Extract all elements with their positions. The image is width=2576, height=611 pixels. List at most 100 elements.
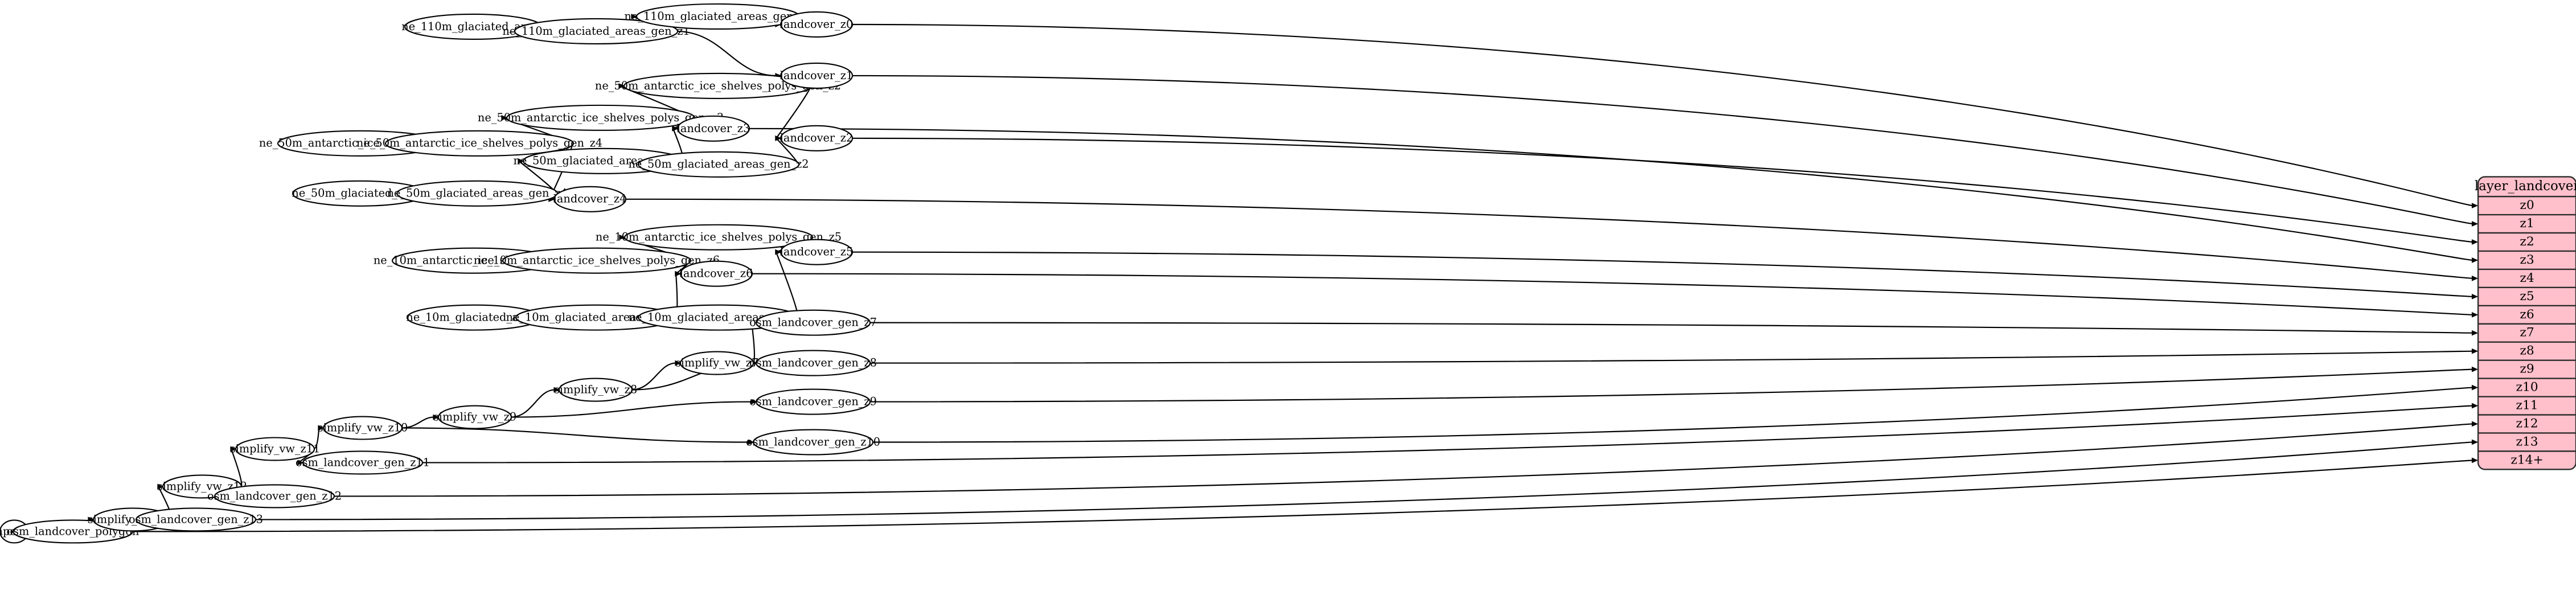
node-ne_10m_glaciated_areas[interactable]: ne_10m_glaciated_areas bbox=[406, 304, 543, 331]
node-label: osm_landcover_gen_z10 bbox=[746, 435, 880, 448]
record-row-z11: z11 bbox=[2516, 399, 2538, 413]
node-ellipse bbox=[637, 151, 800, 178]
edge-arrowhead bbox=[157, 483, 164, 490]
node-label: simplify_vw_z7 bbox=[675, 356, 758, 369]
edge-arrowhead bbox=[2471, 366, 2479, 372]
node-label: osm_landcover_gen_z11 bbox=[296, 456, 430, 469]
node-ellipse bbox=[679, 260, 753, 287]
node-ellipse bbox=[437, 405, 512, 429]
node-ne_50m_glaciated_areas_gen_z4[interactable]: ne_50m_glaciated_areas_gen_z4 bbox=[387, 180, 568, 207]
node-label: osm_landcover_gen_z8 bbox=[749, 356, 877, 369]
node-landcover_z6[interactable]: landcover_z6 bbox=[679, 260, 753, 287]
node-osm_landcover_gen_z12[interactable]: osm_landcover_gen_z12 bbox=[207, 484, 342, 509]
node-ne_50m_antarctic_ice_shelves_polys_gen_z4[interactable]: ne_50m_antarctic_ice_shelves_polys_gen_z… bbox=[356, 130, 602, 157]
node-ellipse bbox=[755, 350, 871, 376]
node-ne_10m_antarctic_ice_shelves_polys_gen_z6[interactable]: ne_10m_antarctic_ice_shelves_polys_gen_z… bbox=[474, 247, 720, 274]
node-landcover_z4[interactable]: landcover_z4 bbox=[553, 186, 626, 212]
node-label: ne_50m_antarctic_ice_shelves_polys_gen_z… bbox=[595, 79, 841, 92]
edge-osm_landcover_gen_z10--to--layer_landcover-z10 bbox=[871, 387, 2473, 443]
edge-arrowhead bbox=[672, 126, 679, 132]
node-label: ne_50m_glaciated_areas_gen_z2 bbox=[628, 158, 809, 171]
node-ellipse bbox=[780, 11, 854, 38]
edge-landcover_z6--to--layer_landcover-z6 bbox=[751, 273, 2473, 315]
node-landcover_z2[interactable]: landcover_z2 bbox=[780, 125, 853, 151]
node-label: osm_landcover_gen_z9 bbox=[749, 395, 877, 408]
node-ellipse bbox=[780, 239, 854, 265]
node-ne_50m_glaciated_areas[interactable]: ne_50m_glaciated_areas bbox=[292, 180, 428, 207]
record-row-z3: z3 bbox=[2520, 253, 2534, 267]
edge-arrowhead bbox=[297, 460, 304, 466]
node-osm_landcover_gen_z7[interactable]: osm_landcover_gen_z7 bbox=[749, 309, 877, 336]
node-osm_landcover_gen_z13[interactable]: osm_landcover_gen_z13 bbox=[129, 507, 263, 532]
node-simplify_vw_z8[interactable]: simplify_vw_z8 bbox=[554, 378, 637, 402]
node-simplify_vw_z9[interactable]: simplify_vw_z9 bbox=[433, 405, 516, 429]
node-ellipse bbox=[676, 115, 750, 142]
edge-arrowhead bbox=[2471, 439, 2479, 445]
edge-arrowhead bbox=[750, 399, 757, 405]
node-landcover_z3[interactable]: landcover_z3 bbox=[676, 115, 750, 142]
node-ne_50m_antarctic_ice_shelves_polys_gen_z3[interactable]: ne_50m_antarctic_ice_shelves_polys_gen_z… bbox=[478, 104, 724, 131]
node-landcover_z1[interactable]: landcover_z1 bbox=[780, 62, 853, 89]
edge-arrowhead bbox=[618, 83, 625, 89]
record-row-z5: z5 bbox=[2520, 289, 2534, 304]
edge-arrowhead bbox=[2471, 330, 2479, 336]
edge-arrowhead bbox=[318, 425, 325, 431]
node-simplify_vw_z10[interactable]: simplify_vw_z10 bbox=[318, 416, 408, 440]
edge-arrowhead bbox=[675, 270, 682, 277]
record-row-z4: z4 bbox=[2520, 271, 2534, 285]
edge-osm_landcover_gen_z9--to--layer_landcover-z9 bbox=[869, 368, 2473, 403]
node-ne_110m_glaciated_areas_gen_z1[interactable]: ne_110m_glaciated_areas_gen_z1 bbox=[502, 18, 690, 45]
node-label: ne_50m_antarctic_ice_shelves_polys_gen_z… bbox=[478, 111, 724, 124]
record-row-z13: z13 bbox=[2516, 434, 2538, 449]
node-simplify_vw_z11[interactable]: simplify_vw_z11 bbox=[230, 437, 320, 461]
edge-osm_landcover_gen_z11--to--layer_landcover-z11 bbox=[421, 405, 2473, 464]
edge-landcover_z2--to--layer_landcover-z2 bbox=[851, 137, 2473, 243]
node-ne_50m_glaciated_areas_gen_z2[interactable]: ne_50m_glaciated_areas_gen_z2 bbox=[628, 151, 809, 178]
node-ne_110m_glaciated_areas[interactable]: ne_110m_glaciated_areas bbox=[401, 13, 545, 40]
node-ellipse bbox=[514, 18, 679, 45]
node-landcover_z0[interactable]: landcover_z0 bbox=[780, 11, 854, 38]
node-ellipse bbox=[384, 130, 575, 157]
record-row-z1: z1 bbox=[2520, 216, 2534, 231]
node-landcover_z5[interactable]: landcover_z5 bbox=[780, 239, 854, 265]
edge-arrowhead bbox=[2471, 421, 2479, 427]
edge-landcover_z1--to--layer_landcover-z1 bbox=[851, 75, 2473, 225]
edge-arrowhead bbox=[2471, 348, 2479, 354]
edge-landcover_z4--to--layer_landcover-z4 bbox=[625, 198, 2473, 279]
node-label: landcover_z3 bbox=[677, 122, 750, 135]
edge-arrowhead bbox=[2471, 203, 2479, 208]
edge-osm_landcover_polygon--to--layer_landcover-z14+ bbox=[131, 460, 2473, 532]
edge-arrowhead bbox=[675, 360, 682, 366]
record-row-z6: z6 bbox=[2520, 307, 2534, 322]
edge-landcover_z0--to--layer_landcover-z0 bbox=[851, 23, 2473, 207]
edge-arrowhead bbox=[501, 115, 508, 121]
node-ne_10m_antarctic_ice_shelves_polys_gen_z5[interactable]: ne_10m_antarctic_ice_shelves_polys_gen_z… bbox=[596, 224, 842, 251]
edge-arrowhead bbox=[2471, 403, 2479, 409]
record-header-label: layer_landcover bbox=[2475, 179, 2576, 194]
node-ne_110m_glaciated_areas_gen_z0[interactable]: ne_110m_glaciated_areas_gen_z0 bbox=[624, 3, 812, 30]
node-label: ne_110m_glaciated_areas bbox=[401, 20, 544, 33]
edge-arrowhead bbox=[230, 446, 237, 452]
node-osm_landcover_gen_z9[interactable]: osm_landcover_gen_z9 bbox=[749, 388, 877, 415]
edge-arrowhead bbox=[748, 439, 754, 445]
edge-arrowhead bbox=[518, 158, 524, 164]
node-label: ne_10m_antarctic_ice_shelves_polys_gen_z… bbox=[596, 231, 842, 244]
node-label: osm_landcover_gen_z7 bbox=[749, 316, 877, 329]
node-osm_landcover_gen_z10[interactable]: osm_landcover_gen_z10 bbox=[746, 429, 880, 456]
node-osm_landcover_gen_z8[interactable]: osm_landcover_gen_z8 bbox=[749, 350, 877, 376]
node-label: landcover_z0 bbox=[780, 18, 853, 31]
node-ellipse bbox=[502, 247, 692, 274]
edge-arrowhead bbox=[433, 414, 440, 420]
node-ellipse bbox=[755, 388, 871, 415]
edge-simplify_vw_z8--to--simplify_vw_z7 bbox=[631, 362, 676, 391]
edge-osm_landcover_gen_z8--to--layer_landcover-z8 bbox=[869, 350, 2473, 364]
node-simplify_vw_z7[interactable]: simplify_vw_z7 bbox=[675, 351, 758, 375]
node-ellipse bbox=[302, 450, 424, 475]
node-label: landcover_z1 bbox=[780, 69, 853, 82]
node-label: ne_50m_antarctic_ice_shelves_polys_gen_z… bbox=[356, 137, 602, 150]
edge-arrowhead bbox=[2471, 457, 2479, 464]
edge-arrowhead bbox=[2471, 239, 2479, 245]
node-osm_landcover_gen_z11[interactable]: osm_landcover_gen_z11 bbox=[296, 450, 430, 475]
node-ellipse bbox=[679, 351, 754, 375]
